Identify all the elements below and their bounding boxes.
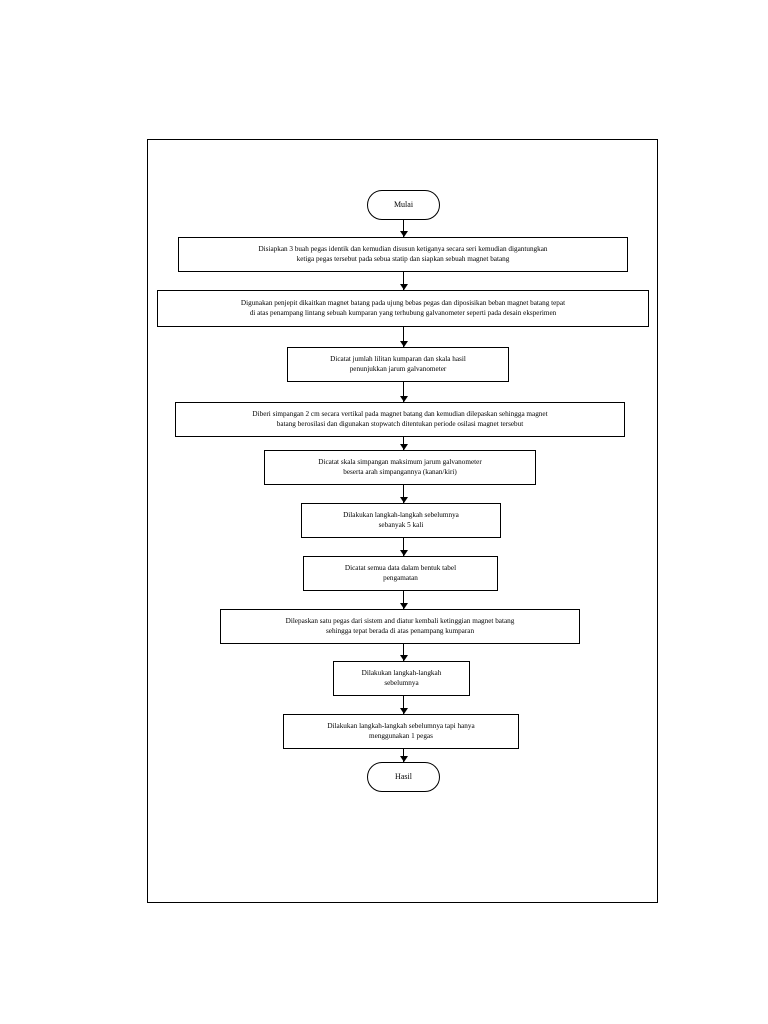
flow-node-step3-label: Dicatat jumlah lilitan kumparan dan skal… xyxy=(330,354,466,373)
connector-step5-to-step6 xyxy=(403,485,404,503)
connector-step1-to-step2 xyxy=(403,272,404,290)
flow-node-step6-label: Dilakukan langkah-langkah sebelumnya seb… xyxy=(343,510,459,529)
arrowhead-step4 xyxy=(399,396,408,402)
connector-step9-to-step10 xyxy=(403,696,404,714)
connector-step4-to-step5 xyxy=(403,437,404,450)
arrowhead-step7 xyxy=(399,550,408,556)
flow-node-end-label: Hasil xyxy=(395,771,412,781)
arrowhead-step8 xyxy=(399,603,408,609)
connector-step10-to-end xyxy=(403,749,404,762)
connector-step7-to-step8 xyxy=(403,591,404,609)
arrowhead-step1 xyxy=(399,231,408,237)
arrowhead-step9 xyxy=(399,655,408,661)
flow-node-step1: Disiapkan 3 buah pegas identik dan kemud… xyxy=(178,237,628,272)
flow-node-step5-label: Dicatat skala simpangan maksimum jarum g… xyxy=(318,457,482,476)
flow-node-step9: Dilakukan langkah-langkah sebelumnya xyxy=(333,661,470,696)
arrowhead-end xyxy=(399,756,408,762)
flow-node-step2: Digunakan penjepit dikaitkan magnet bata… xyxy=(157,290,649,327)
connector-step3-to-step4 xyxy=(403,382,404,402)
arrowhead-step5 xyxy=(399,444,408,450)
arrowhead-step10 xyxy=(399,708,408,714)
flow-node-step7: Dicatat semua data dalam bentuk tabel pe… xyxy=(303,556,498,591)
flow-node-step9-label: Dilakukan langkah-langkah sebelumnya xyxy=(361,668,442,687)
flow-node-step4-label: Diberi simpangan 2 cm secara vertikal pa… xyxy=(252,409,548,428)
flow-node-step1-label: Disiapkan 3 buah pegas identik dan kemud… xyxy=(258,244,548,263)
flow-node-step4: Diberi simpangan 2 cm secara vertikal pa… xyxy=(175,402,625,437)
flow-node-end: Hasil xyxy=(367,762,440,792)
flow-node-step10: Dilakukan langkah-langkah sebelumnya tap… xyxy=(283,714,519,749)
flow-node-step7-label: Dicatat semua data dalam bentuk tabel pe… xyxy=(344,563,457,582)
flow-node-start-label: Mulai xyxy=(393,199,414,209)
arrowhead-step3 xyxy=(399,341,408,347)
connector-step8-to-step9 xyxy=(403,644,404,661)
arrowhead-step6 xyxy=(399,497,408,503)
diagram-frame: Mulai Disiapkan 3 buah pegas identik dan… xyxy=(147,139,658,903)
flow-node-start: Mulai xyxy=(367,190,440,220)
flow-node-step3: Dicatat jumlah lilitan kumparan dan skal… xyxy=(287,347,509,382)
arrowhead-step2 xyxy=(399,284,408,290)
connector-start-to-step1 xyxy=(403,220,404,237)
flow-node-step2-label: Digunakan penjepit dikaitkan magnet bata… xyxy=(240,298,566,317)
flow-node-step6: Dilakukan langkah-langkah sebelumnya seb… xyxy=(301,503,501,538)
connector-step6-to-step7 xyxy=(403,538,404,556)
flow-node-step10-label: Dilakukan langkah-langkah sebelumnya tap… xyxy=(327,721,475,740)
flow-node-step8-label: Dilepaskan satu pegas dari sistem and di… xyxy=(285,616,515,635)
flow-node-step8: Dilepaskan satu pegas dari sistem and di… xyxy=(220,609,580,644)
connector-step2-to-step3 xyxy=(403,327,404,347)
flow-node-step5: Dicatat skala simpangan maksimum jarum g… xyxy=(264,450,536,485)
